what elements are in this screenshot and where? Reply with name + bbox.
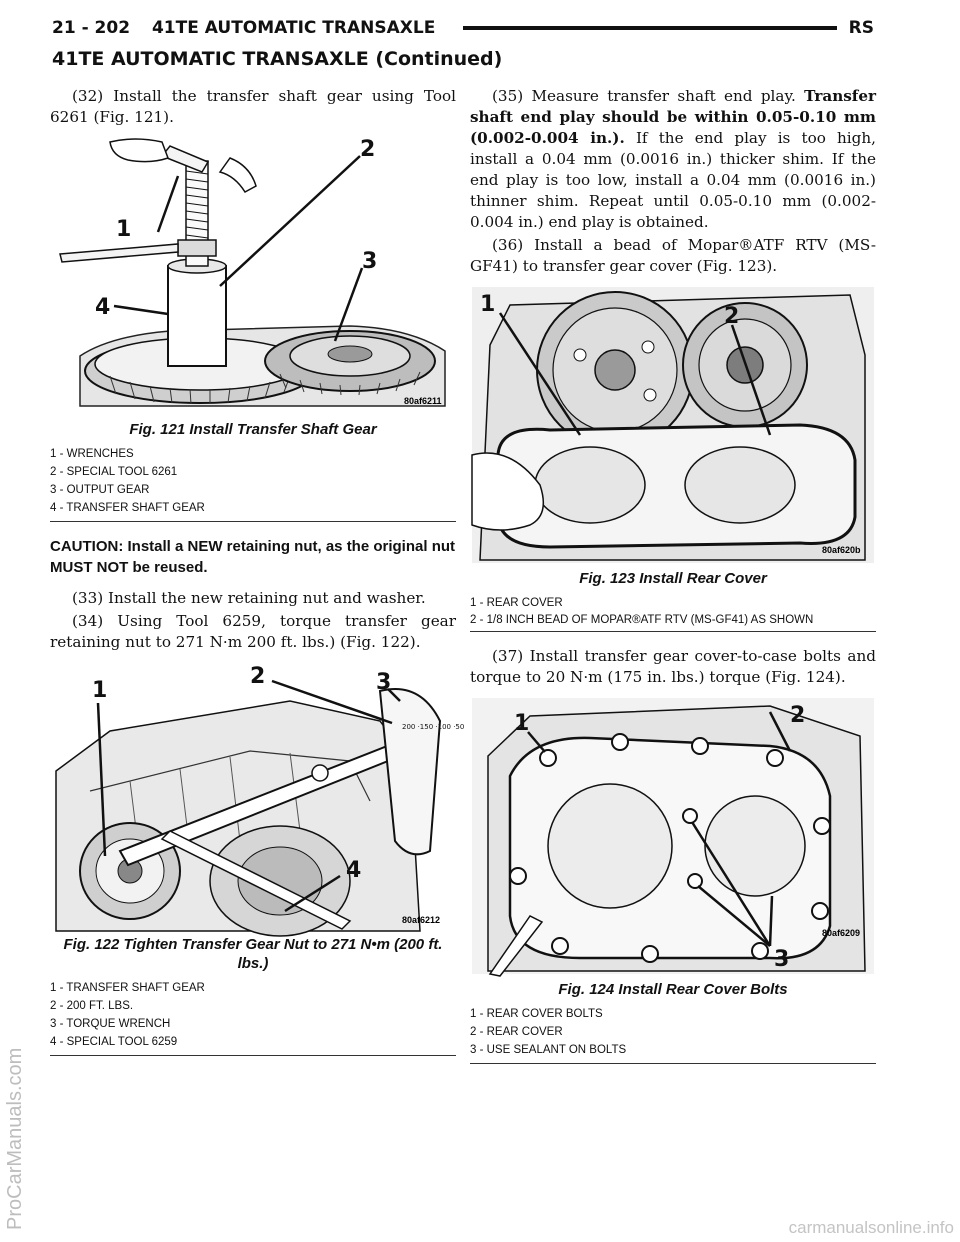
fig122-image-id: 80af6212 <box>402 915 440 925</box>
legend-item: 2 - SPECIAL TOOL 6261 <box>50 466 178 478</box>
callout-2: 2 <box>724 304 739 329</box>
step-37: (37) Install transfer gear cover-to-case… <box>470 647 876 686</box>
fig124-image-id: 80af6209 <box>822 928 860 938</box>
fig123-illustration: 1 2 80af620b <box>471 287 874 563</box>
callout-3: 3 <box>774 947 789 972</box>
legend-item: 3 - TORQUE WRENCH <box>50 1018 171 1030</box>
legend-item: 1 - TRANSFER SHAFT GEAR <box>50 982 205 994</box>
figure-121: 1 2 3 4 80af6211 Fig. 121 Install Transf… <box>50 136 456 522</box>
fig122-caption: Fig. 122 Tighten Transfer Gear Nut to 27… <box>63 936 443 972</box>
legend-item: 3 - OUTPUT GEAR <box>50 484 150 496</box>
fig124-legend: 1 - REAR COVER BOLTS 2 - REAR COVER 3 - … <box>470 1005 876 1064</box>
fig121-legend: 1 - WRENCHES 2 - SPECIAL TOOL 6261 3 - O… <box>50 445 456 522</box>
side-watermark: ProCarManuals.com <box>4 1047 26 1230</box>
callout-2: 2 <box>360 137 375 162</box>
right-column: (35) Measure transfer shaft end play. Tr… <box>470 86 876 1064</box>
legend-item: 2 - 200 FT. LBS. <box>50 1000 134 1012</box>
step-35: (35) Measure transfer shaft end play. Tr… <box>470 86 876 233</box>
legend-item: 1 - REAR COVER BOLTS <box>470 1008 603 1020</box>
callout-4: 4 <box>346 858 361 883</box>
fig123-caption: Fig. 123 Install Rear Cover <box>579 570 767 587</box>
page-number: 21 - 202 <box>52 18 131 38</box>
fig121-illustration: 1 2 3 4 80af6211 <box>59 137 446 407</box>
bottom-watermark: carmanualsonline.info <box>788 1218 954 1237</box>
legend-item: 2 - 1/8 INCH BEAD OF MOPAR®ATF RTV (MS-G… <box>470 614 814 626</box>
step35-lead: (35) Measure transfer shaft end play. <box>492 87 796 105</box>
figure-122: 200 ·150 ·100 ·50 1 2 3 4 80af6212 Fig. … <box>50 661 464 1056</box>
fig123-image-id: 80af620b <box>822 545 861 555</box>
callout-1: 1 <box>92 678 107 703</box>
section-title: 41TE AUTOMATIC TRANSAXLE (Continued) <box>52 48 503 70</box>
manual-section: 41TE AUTOMATIC TRANSAXLE <box>151 18 436 38</box>
callout-2: 2 <box>250 664 265 689</box>
legend-item: 1 - WRENCHES <box>50 448 134 460</box>
legend-item: 4 - TRANSFER SHAFT GEAR <box>50 502 205 514</box>
callout-2: 2 <box>790 703 805 728</box>
legend-item: 4 - SPECIAL TOOL 6259 <box>50 1036 178 1048</box>
fig122-illustration: 200 ·150 ·100 ·50 1 2 3 4 80af6212 <box>55 664 464 937</box>
callout-1: 1 <box>514 711 529 736</box>
callout-3: 3 <box>362 249 377 274</box>
callout-1: 1 <box>116 217 131 242</box>
step35-spec: Transfer shaft end play should be within… <box>470 87 877 147</box>
legend-item: 1 - REAR COVER <box>470 597 563 609</box>
legend-item: 2 - REAR COVER <box>470 1026 563 1038</box>
callout-4: 4 <box>95 295 110 320</box>
figure-123: 1 2 80af620b Fig. 123 Install Rear Cover… <box>470 285 876 632</box>
model-code: RS <box>848 18 874 38</box>
callout-1: 1 <box>480 292 495 317</box>
fig123-legend: 1 - REAR COVER 2 - 1/8 INCH BEAD OF MOPA… <box>470 594 876 632</box>
step-34: (34) Using Tool 6259, torque transfer ge… <box>50 612 456 651</box>
callout-3: 3 <box>376 670 391 695</box>
step-36: (36) Install a bead of Mopar®ATF RTV (MS… <box>470 236 876 275</box>
left-column: (32) Install the transfer shaft gear usi… <box>50 86 464 1056</box>
fig122-legend: 1 - TRANSFER SHAFT GEAR 2 - 200 FT. LBS.… <box>50 979 456 1056</box>
step-33: (33) Install the new retaining nut and w… <box>72 589 426 607</box>
dial-scale: 200 ·150 ·100 ·50 <box>402 723 464 731</box>
step-32: (32) Install the transfer shaft gear usi… <box>50 87 456 126</box>
header-rule <box>463 26 837 30</box>
fig121-image-id: 80af6211 <box>404 396 442 406</box>
figure-124: 1 2 3 80af6209 Fig. 124 Install Rear Cov… <box>470 696 876 1064</box>
step35-rest: If the end play is too high, install a 0… <box>470 129 877 231</box>
fig124-caption: Fig. 124 Install Rear Cover Bolts <box>558 981 788 998</box>
legend-item: 3 - USE SEALANT ON BOLTS <box>470 1044 627 1056</box>
caution-note: CAUTION: Install a NEW retaining nut, as… <box>50 538 456 576</box>
fig124-illustration: 1 2 3 80af6209 <box>472 698 874 977</box>
fig121-caption: Fig. 121 Install Transfer Shaft Gear <box>129 421 377 438</box>
page-header: 21 - 202 41TE AUTOMATIC TRANSAXLE RS <box>52 16 874 40</box>
